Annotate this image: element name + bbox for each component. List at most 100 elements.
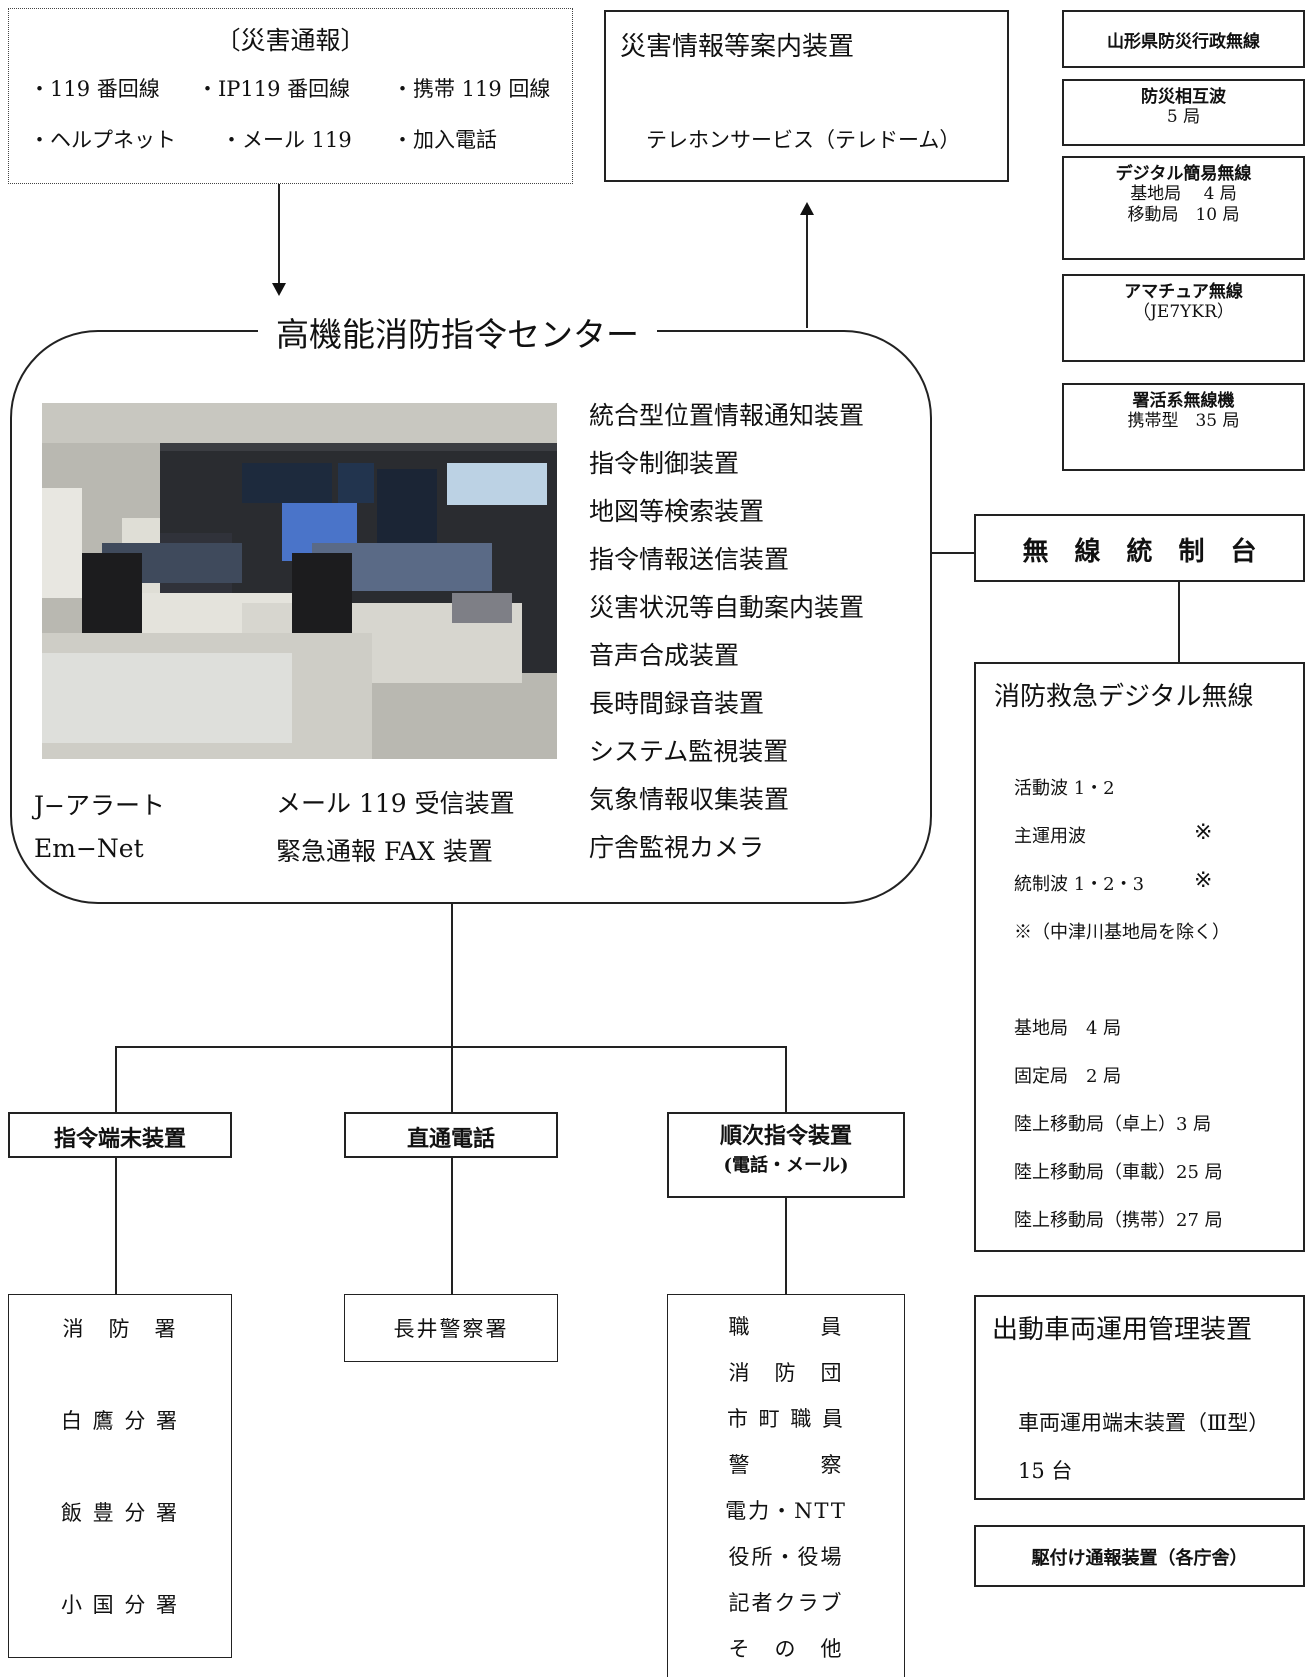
mutual-wave-box: 防災相互波 5 局 (1062, 79, 1305, 146)
wave-name: 活動波 1・2 (1014, 778, 1115, 799)
fire-station-item: 小 国 分 署 (60, 1593, 180, 1617)
side-radio-title: アマチュア無線 (1124, 282, 1243, 302)
jalert-label: J−アラート (34, 791, 165, 820)
report-item: ・ヘルプネット (29, 128, 176, 152)
device-item: 統合型位置情報通知装置 (589, 401, 865, 430)
disaster-info-guide-box: 災害情報等案内装置 テレホンサービス（テレドーム） (604, 10, 1009, 182)
side-radio-line: 移動局 10 局 (1127, 204, 1240, 225)
fire-station-item: 飯 豊 分 署 (60, 1501, 180, 1525)
emergency-fax-label: 緊急通報 FAX 装置 (276, 837, 493, 866)
recipient-item: そ の 他 (728, 1637, 844, 1661)
connector-line (115, 1046, 117, 1112)
terminal-device-box: 指令端末装置 (8, 1112, 232, 1158)
station-item: 陸上移動局（車載）25 局 (1014, 1162, 1223, 1183)
station-item: 陸上移動局（卓上）3 局 (1014, 1114, 1212, 1135)
vehicle-title: 出動車両運用管理装置 (992, 1315, 1253, 1345)
recipient-item: 市 町 職 員 (726, 1407, 846, 1431)
connector-line (451, 1046, 453, 1112)
vehicle-line: 車両運用端末装置（Ⅲ型） (1018, 1411, 1270, 1435)
report-item: ・IP119 番回線 (197, 77, 351, 101)
fire-station-item: 白 鷹 分 署 (60, 1409, 180, 1433)
emnet-label: Em−Net (34, 834, 144, 863)
device-item: 庁舎監視カメラ (589, 833, 765, 862)
vehicle-management-box: 出動車両運用管理装置 車両運用端末装置（Ⅲ型） 15 台 (974, 1295, 1305, 1500)
report-item: ・メール 119 (221, 128, 352, 152)
wave-mark: ※ (1194, 868, 1213, 893)
report-item: ・加入電話 (392, 128, 497, 152)
arrow-up-icon (800, 202, 814, 215)
wave-name: 主運用波 (1014, 826, 1086, 847)
recipient-item: 消 防 団 (728, 1361, 844, 1385)
recipient-item: 警 察 (728, 1453, 844, 1477)
radio-control-box: 無 線 統 制 台 (974, 514, 1305, 582)
recipients-box: 職 員 消 防 団 市 町 職 員 警 察 電力・NTT 役所・役場 記者クラブ… (667, 1294, 905, 1677)
device-item: 長時間録音装置 (589, 689, 765, 718)
station-item: 固定局 2 局 (1014, 1066, 1122, 1087)
side-radio-title: 山形県防災行政無線 (1107, 32, 1260, 52)
prefecture-radio-box: 山形県防災行政無線 (1062, 10, 1305, 68)
wave-mark: ※ (1194, 820, 1213, 845)
wave-note: ※（中津川基地局を除く） (1014, 922, 1230, 943)
recipient-item: 記者クラブ (728, 1591, 844, 1615)
digital-simple-radio-box: デジタル簡易無線 基地局 4 局 移動局 10 局 (1062, 156, 1305, 260)
recipient-item: 職 員 (728, 1315, 844, 1339)
direct-phone-box: 直通電話 (344, 1112, 558, 1158)
report-item: ・119 番回線 (29, 77, 160, 101)
recipient-item: 役所・役場 (728, 1545, 844, 1569)
guide-title: 災害情報等案内装置 (620, 32, 855, 62)
device-item: 災害状況等自動案内装置 (589, 593, 865, 622)
connector-line (451, 1158, 453, 1294)
wave-name: 統制波 1・2・3 (1014, 874, 1145, 895)
arrow-down-icon (272, 283, 286, 296)
side-radio-title: 署活系無線機 (1132, 391, 1235, 411)
sequential-command-box: 順次指令装置 (電話・メール) (667, 1112, 905, 1198)
connector-line (278, 184, 280, 284)
device-item: 指令情報送信装置 (589, 545, 790, 574)
device-item: 指令制御装置 (589, 449, 740, 478)
connector-line (785, 1046, 787, 1112)
amateur-radio-box: アマチュア無線 （JE7YKR） (1062, 274, 1305, 362)
connector-line (932, 552, 974, 554)
fire-stations-box: 消 防 署 白 鷹 分 署 飯 豊 分 署 小 国 分 署 (8, 1294, 232, 1658)
connector-line (1178, 582, 1180, 662)
guide-sub: テレホンサービス（テレドーム） (646, 128, 961, 152)
fire-radio-title: 消防救急デジタル無線 (994, 682, 1254, 712)
side-radio-line: （JE7YKR） (1133, 302, 1234, 323)
device-item: システム監視装置 (589, 737, 789, 766)
disaster-report-box: 〔災害通報〕 ・119 番回線 ・IP119 番回線 ・携帯 119 回線 ・ヘ… (8, 8, 573, 184)
command-center-title: 高機能消防指令センター (258, 308, 657, 356)
side-radio-line: 基地局 4 局 (1130, 184, 1237, 205)
rush-report-label: 駆付け通報装置（各庁舎） (1031, 1548, 1248, 1569)
connector-line (785, 1198, 787, 1294)
station-radio-box: 署活系無線機 携帯型 35 局 (1062, 383, 1305, 471)
sequential-command-label: 順次指令装置 (719, 1123, 852, 1149)
device-item: 地図等検索装置 (589, 497, 765, 526)
vehicle-line: 15 台 (1018, 1459, 1073, 1483)
side-radio-title: デジタル簡易無線 (1115, 164, 1252, 184)
side-radio-title: 防災相互波 (1141, 87, 1226, 107)
side-radio-line: 携帯型 35 局 (1127, 411, 1240, 432)
station-item: 基地局 4 局 (1014, 1018, 1122, 1039)
connector-line (806, 214, 808, 328)
police-station-label: 長井警察署 (393, 1317, 509, 1341)
terminal-device-label: 指令端末装置 (53, 1126, 186, 1152)
sequential-command-sub: (電話・メール) (723, 1155, 849, 1177)
disaster-report-title: 〔災害通報〕 (215, 26, 366, 55)
side-radio-line: 5 局 (1166, 107, 1201, 128)
device-item: 音声合成装置 (589, 641, 740, 670)
radio-control-label: 無 線 統 制 台 (1022, 537, 1257, 567)
command-room-photo (42, 403, 557, 759)
connector-line (115, 1158, 117, 1294)
device-item: 気象情報収集装置 (589, 785, 790, 814)
fire-digital-radio-box: 消防救急デジタル無線 活動波 1・2 主運用波 ※ 統制波 1・2・3 ※ ※（… (974, 662, 1305, 1252)
command-room-illustration (42, 403, 557, 759)
rush-report-box: 駆付け通報装置（各庁舎） (974, 1525, 1305, 1587)
police-station-box: 長井警察署 (344, 1294, 558, 1362)
fire-station-item: 消 防 署 (62, 1317, 178, 1341)
direct-phone-label: 直通電話 (406, 1126, 495, 1152)
recipient-item: 電力・NTT (725, 1499, 847, 1523)
station-item: 陸上移動局（携帯）27 局 (1014, 1210, 1223, 1231)
connector-line (451, 904, 453, 1046)
mail119-label: メール 119 受信装置 (276, 789, 515, 818)
report-item: ・携帯 119 回線 (392, 77, 551, 101)
